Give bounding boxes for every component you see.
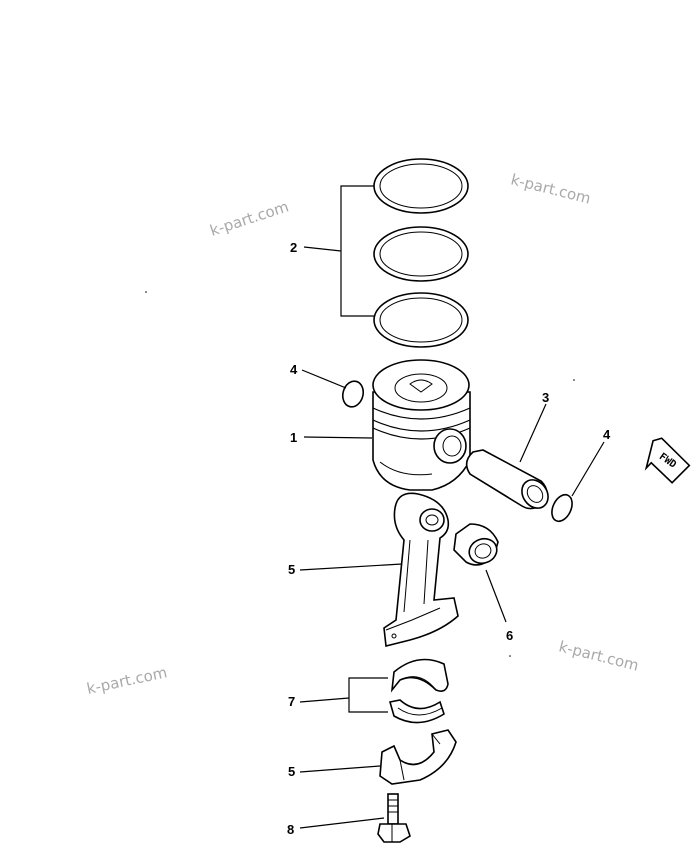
- leader-4-left: [301, 369, 347, 389]
- leader-6: [485, 569, 507, 623]
- watermark: k-part.com: [557, 637, 641, 674]
- bushing: [453, 523, 499, 566]
- scan-speck: [145, 291, 147, 293]
- callout-label-5-cap: 5: [288, 764, 295, 779]
- scan-speck: [573, 379, 575, 381]
- callout-label-4-left: 4: [290, 362, 298, 377]
- leader-5-rod: [299, 563, 403, 571]
- piston: [372, 359, 471, 491]
- callout-2-bracket: [303, 185, 374, 317]
- scan-speck: [509, 655, 511, 657]
- connecting-rod: [383, 492, 459, 647]
- callout-label-2: 2: [290, 240, 297, 255]
- bearing: [388, 658, 449, 724]
- leader-4-right: [571, 441, 605, 497]
- piston-pin: [465, 449, 549, 510]
- watermark: k-part.com: [85, 663, 169, 698]
- callout-label-1: 1: [290, 430, 297, 445]
- callout-label-3: 3: [542, 390, 549, 405]
- callout-label-7: 7: [288, 694, 295, 709]
- callout-7-bracket: [299, 677, 388, 713]
- leader-5-cap: [299, 765, 381, 773]
- piston-rings: [373, 158, 469, 348]
- leader-3: [519, 403, 547, 463]
- watermark: k-part.com: [509, 170, 593, 207]
- fwd-arrow-icon: FWD: [644, 437, 691, 484]
- snap-ring-right: [551, 493, 573, 523]
- leader-8: [299, 817, 385, 829]
- callout-label-5-rod: 5: [288, 562, 295, 577]
- leader-1: [303, 436, 373, 439]
- rod-cap: [379, 729, 457, 785]
- callout-label-4-right: 4: [603, 427, 611, 442]
- bolt: [377, 793, 411, 843]
- callout-label-6: 6: [506, 628, 513, 643]
- watermark: k-part.com: [208, 197, 291, 239]
- callout-label-8: 8: [287, 822, 294, 837]
- snap-ring-left: [341, 380, 365, 408]
